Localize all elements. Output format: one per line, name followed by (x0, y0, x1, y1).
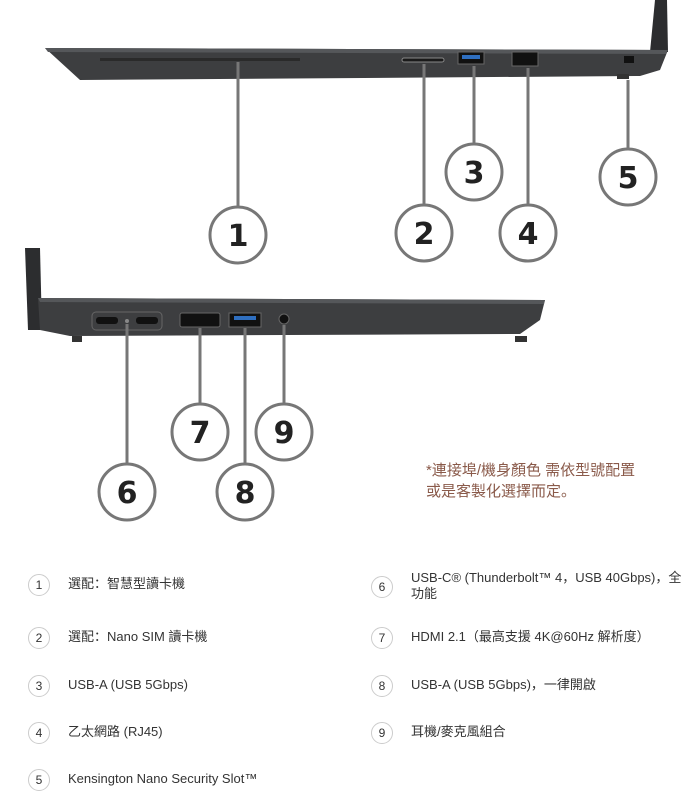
legend-item: 4 乙太網路 (RJ45) (28, 722, 163, 744)
callout-5: 5 (598, 147, 658, 207)
note-line-2: 或是客製化選擇而定。 (426, 483, 577, 500)
legend-text: USB-C® (Thunderbolt™ 4，USB 40Gbps)，全功能 (411, 570, 682, 601)
svg-text:6: 6 (117, 476, 138, 511)
legend-text: USB-A (USB 5Gbps)，一律開啟 (411, 677, 596, 692)
laptop-right-side (45, 0, 668, 80)
svg-text:8: 8 (235, 476, 256, 511)
svg-text:4: 4 (518, 217, 539, 252)
legend-text: 選配：智慧型讀卡機 (68, 576, 186, 591)
legend-number: 2 (28, 627, 50, 649)
legend-number: 8 (371, 675, 393, 697)
leader-lines (125, 62, 630, 464)
legend-text: Kensington Nano Security Slot™ (68, 771, 258, 786)
callout-1: 1 (208, 205, 268, 265)
laptop-left-side (25, 248, 545, 342)
legend-text: 耳機/麥克風組合 (411, 724, 506, 739)
callout-8: 8 (215, 462, 275, 522)
callout-3: 3 (444, 142, 504, 202)
laptop-illustration: 1 2 3 4 5 6 7 8 9 (25, 0, 668, 522)
callout-7: 7 (170, 402, 230, 462)
legend-item: 3 USB-A (USB 5Gbps) (28, 675, 188, 697)
callout-6: 6 (97, 462, 157, 522)
callout-9: 9 (254, 402, 314, 462)
legend-item: 7 HDMI 2.1（最高支援 4K@60Hz 解析度） (371, 627, 650, 649)
legend-item: 1 選配：智慧型讀卡機 (28, 574, 186, 596)
availability-note: *連接埠/機身顏色 需依型號配置 或是客製化選擇而定。 (426, 460, 686, 502)
svg-text:3: 3 (464, 156, 485, 191)
svg-text:7: 7 (190, 416, 211, 451)
legend-number: 9 (371, 722, 393, 744)
svg-text:1: 1 (228, 219, 249, 254)
legend-number: 7 (371, 627, 393, 649)
svg-text:2: 2 (414, 217, 435, 252)
legend-number: 1 (28, 574, 50, 596)
legend-number: 5 (28, 769, 50, 791)
svg-text:9: 9 (274, 416, 295, 451)
callout-circles: 1 2 3 4 5 6 7 8 9 (97, 142, 658, 522)
legend-text: 選配：Nano SIM 讀卡機 (68, 629, 208, 644)
legend-item: 5 Kensington Nano Security Slot™ (28, 769, 258, 791)
legend-item: 8 USB-A (USB 5Gbps)，一律開啟 (371, 675, 596, 697)
legend-text: HDMI 2.1（最高支援 4K@60Hz 解析度） (411, 629, 650, 644)
legend-text: USB-A (USB 5Gbps) (68, 677, 188, 692)
legend-number: 6 (371, 576, 393, 598)
note-line-1: *連接埠/機身顏色 需依型號配置 (426, 462, 636, 479)
legend-item: 9 耳機/麥克風組合 (371, 722, 506, 744)
svg-text:5: 5 (618, 161, 639, 196)
legend-number: 3 (28, 675, 50, 697)
callout-4: 4 (498, 203, 558, 263)
callout-2: 2 (394, 203, 454, 263)
legend-number: 4 (28, 722, 50, 744)
legend-text: 乙太網路 (RJ45) (68, 724, 163, 739)
legend-item: 6 USB-C® (Thunderbolt™ 4，USB 40Gbps)，全功能 (371, 570, 691, 602)
legend-item: 2 選配：Nano SIM 讀卡機 (28, 627, 208, 649)
